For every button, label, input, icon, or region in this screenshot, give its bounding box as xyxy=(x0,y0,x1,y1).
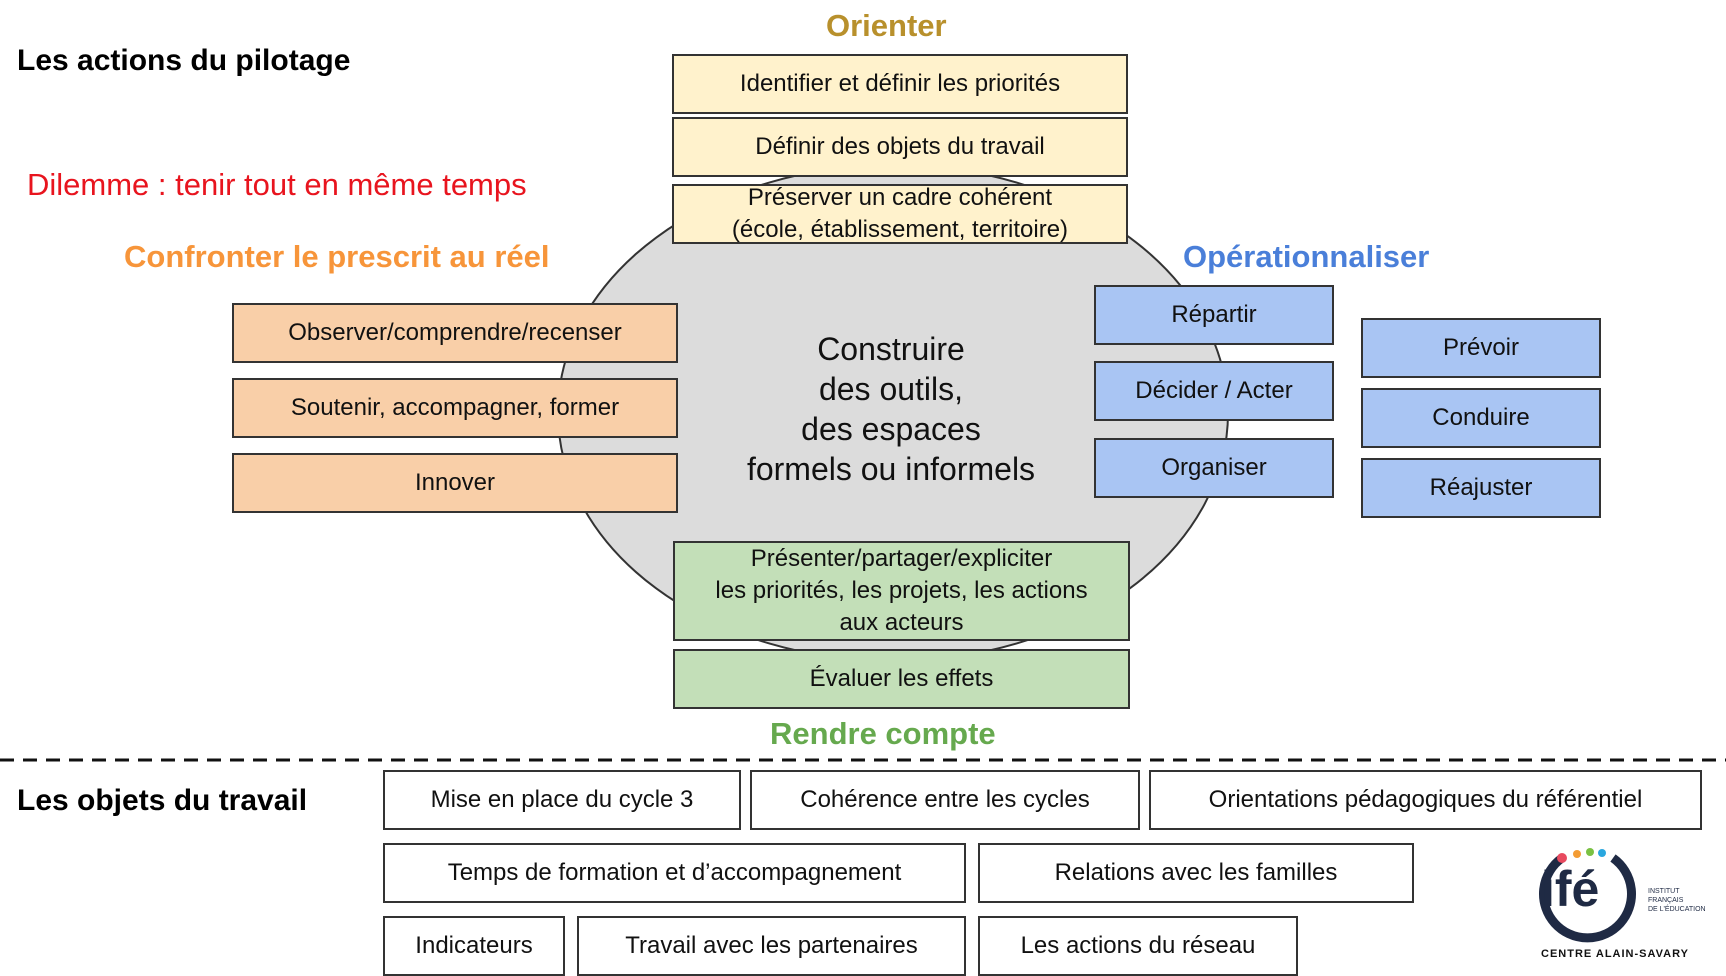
orienter-box-objets: Définir des objets du travail xyxy=(672,117,1128,177)
operationnaliser-box-repartir: Répartir xyxy=(1094,285,1334,345)
objet-box-temps-formation: Temps de formation et d’accompagnement xyxy=(383,843,966,903)
objet-box-cycle3: Mise en place du cycle 3 xyxy=(383,770,741,830)
ife-logo-caption: CENTRE ALAIN-SAVARY xyxy=(1541,948,1689,960)
operationnaliser-box-reajuster: Réajuster xyxy=(1361,458,1601,518)
objet-box-indicateurs: Indicateurs xyxy=(383,916,565,976)
operationnaliser-box-prevoir: Prévoir xyxy=(1361,318,1601,378)
objet-box-coherence: Cohérence entre les cycles xyxy=(750,770,1140,830)
dilemma-text: Dilemme : tenir tout en même temps xyxy=(27,167,527,202)
operationnaliser-heading: Opérationnaliser xyxy=(1183,239,1430,274)
operationnaliser-box-conduire: Conduire xyxy=(1361,388,1601,448)
confronter-box-innover: Innover xyxy=(232,453,678,513)
orienter-box-cadre: Préserver un cadre cohérent (école, étab… xyxy=(672,184,1128,244)
confronter-heading: Confronter le prescrit au réel xyxy=(124,239,550,274)
objet-box-orientations: Orientations pédagogiques du référentiel xyxy=(1149,770,1702,830)
page-title: Les actions du pilotage xyxy=(17,44,351,77)
operationnaliser-box-decider: Décider / Acter xyxy=(1094,361,1334,421)
ife-logo xyxy=(1539,848,1636,943)
center-text: Construire des outils, des espaces forme… xyxy=(746,331,1036,487)
confronter-box-observer: Observer/comprendre/recenser xyxy=(232,303,678,363)
rendre-compte-box-evaluer: Évaluer les effets xyxy=(673,649,1130,709)
objet-box-reseau: Les actions du réseau xyxy=(978,916,1298,976)
objets-heading: Les objets du travail xyxy=(17,784,308,817)
ife-logo-text: ifé xyxy=(1541,861,1600,917)
rendre-compte-heading: Rendre compte xyxy=(770,716,996,751)
rendre-compte-box-presenter: Présenter/partager/expliciter les priori… xyxy=(673,541,1130,641)
orienter-heading: Orienter xyxy=(826,8,947,43)
ife-logo-side-text: INSTITUT FRANÇAIS DE L'ÉDUCATION xyxy=(1648,888,1706,913)
objet-box-partenaires: Travail avec les partenaires xyxy=(577,916,966,976)
objet-box-familles: Relations avec les familles xyxy=(978,843,1414,903)
confronter-box-soutenir: Soutenir, accompagner, former xyxy=(232,378,678,438)
operationnaliser-box-organiser: Organiser xyxy=(1094,438,1334,498)
orienter-box-priorites: Identifier et définir les priorités xyxy=(672,54,1128,114)
